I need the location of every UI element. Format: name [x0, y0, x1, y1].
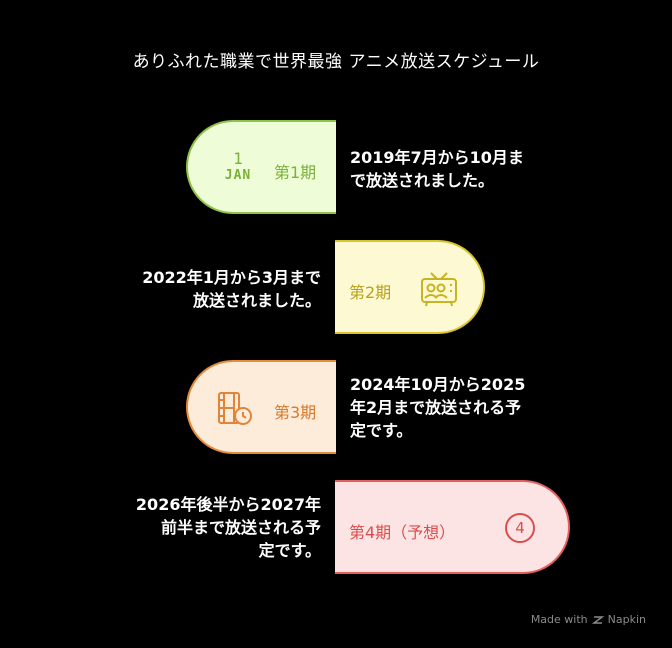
step-1-description: 2019年7月から10月ま で放送されました。 [350, 146, 570, 192]
made-with-text: Made with [530, 613, 588, 626]
film-clock-icon [218, 392, 252, 425]
step-1-pill: 1 JAN 第1期 [186, 120, 336, 214]
step-2-label: 第2期 [349, 283, 392, 302]
napkin-branding: Made with Napkin [531, 613, 646, 626]
step-4-pill: 第4期（予想） 4 [335, 480, 570, 574]
calendar-month: JAN [224, 168, 252, 183]
step-3-desc-line: 2024年10月から2025 [350, 375, 526, 394]
step-4-desc-line: 前半まで放送される予 [160, 518, 321, 537]
step-2-desc-line: 2022年1月から3月まで [142, 268, 321, 287]
tv-icon [421, 272, 457, 307]
step-1-desc-line: で放送されました。 [350, 171, 495, 190]
step-2-pill: 第2期 [335, 240, 485, 334]
step-4-description: 2026年後半から2027年 前半まで放送される予 定です。 [96, 493, 321, 562]
step-3-description: 2024年10月から2025 年2月まで放送される予 定です。 [350, 373, 570, 442]
step-1-desc-line: 2019年7月から10月ま [350, 148, 524, 167]
brand-name: Napkin [607, 613, 646, 626]
step-4-desc-line: 2026年後半から2027年 [135, 495, 321, 514]
calendar-day: 1 [233, 149, 243, 168]
step-1-label: 第1期 [274, 163, 317, 182]
step-3-label: 第3期 [274, 403, 317, 422]
calendar-icon: 1 JAN [220, 150, 256, 184]
step-4-label: 第4期（予想） [349, 523, 456, 542]
step-4-desc-line: 定です。 [258, 541, 321, 560]
step-3-desc-line: 年2月まで放送される予 [350, 398, 522, 417]
page-title: ありふれた職業で世界最強 アニメ放送スケジュール [132, 52, 540, 72]
napkin-logo-icon [591, 615, 604, 624]
step-2-desc-line: 放送されました。 [192, 291, 321, 310]
step-3-pill: 第3期 [186, 360, 336, 454]
number-4-icon: 4 [505, 513, 535, 543]
step-3-desc-line: 定です。 [350, 421, 413, 440]
step-2-description: 2022年1月から3月まで 放送されました。 [96, 266, 321, 312]
